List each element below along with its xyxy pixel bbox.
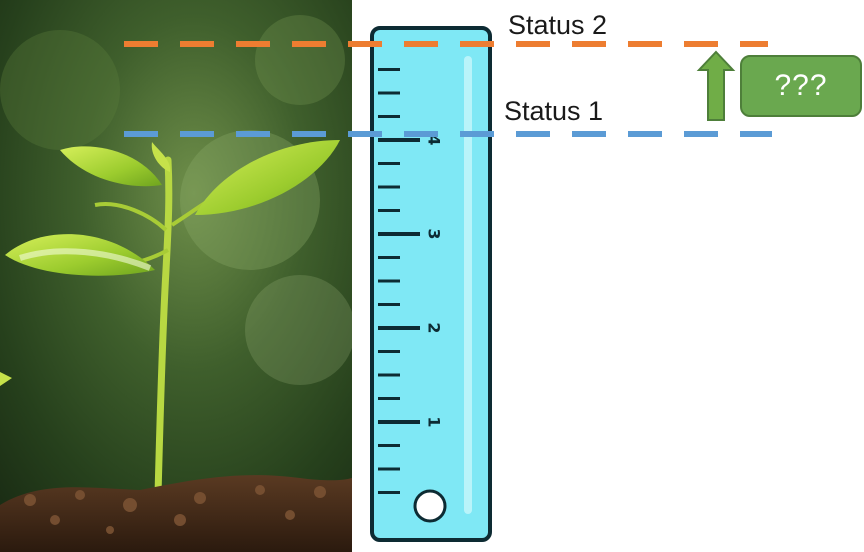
status-2-label: Status 2 — [508, 12, 607, 39]
unknown-change-badge: ??? — [740, 55, 862, 117]
ruler-hole-icon — [415, 491, 445, 521]
ruler-tick-label: 1 — [425, 416, 444, 427]
ruler-tick-label: 3 — [425, 228, 444, 239]
up-arrow-icon — [699, 52, 733, 120]
status-1-label: Status 1 — [504, 98, 603, 125]
plant-photo — [0, 0, 355, 552]
ruler-tick-label: 2 — [425, 322, 444, 333]
